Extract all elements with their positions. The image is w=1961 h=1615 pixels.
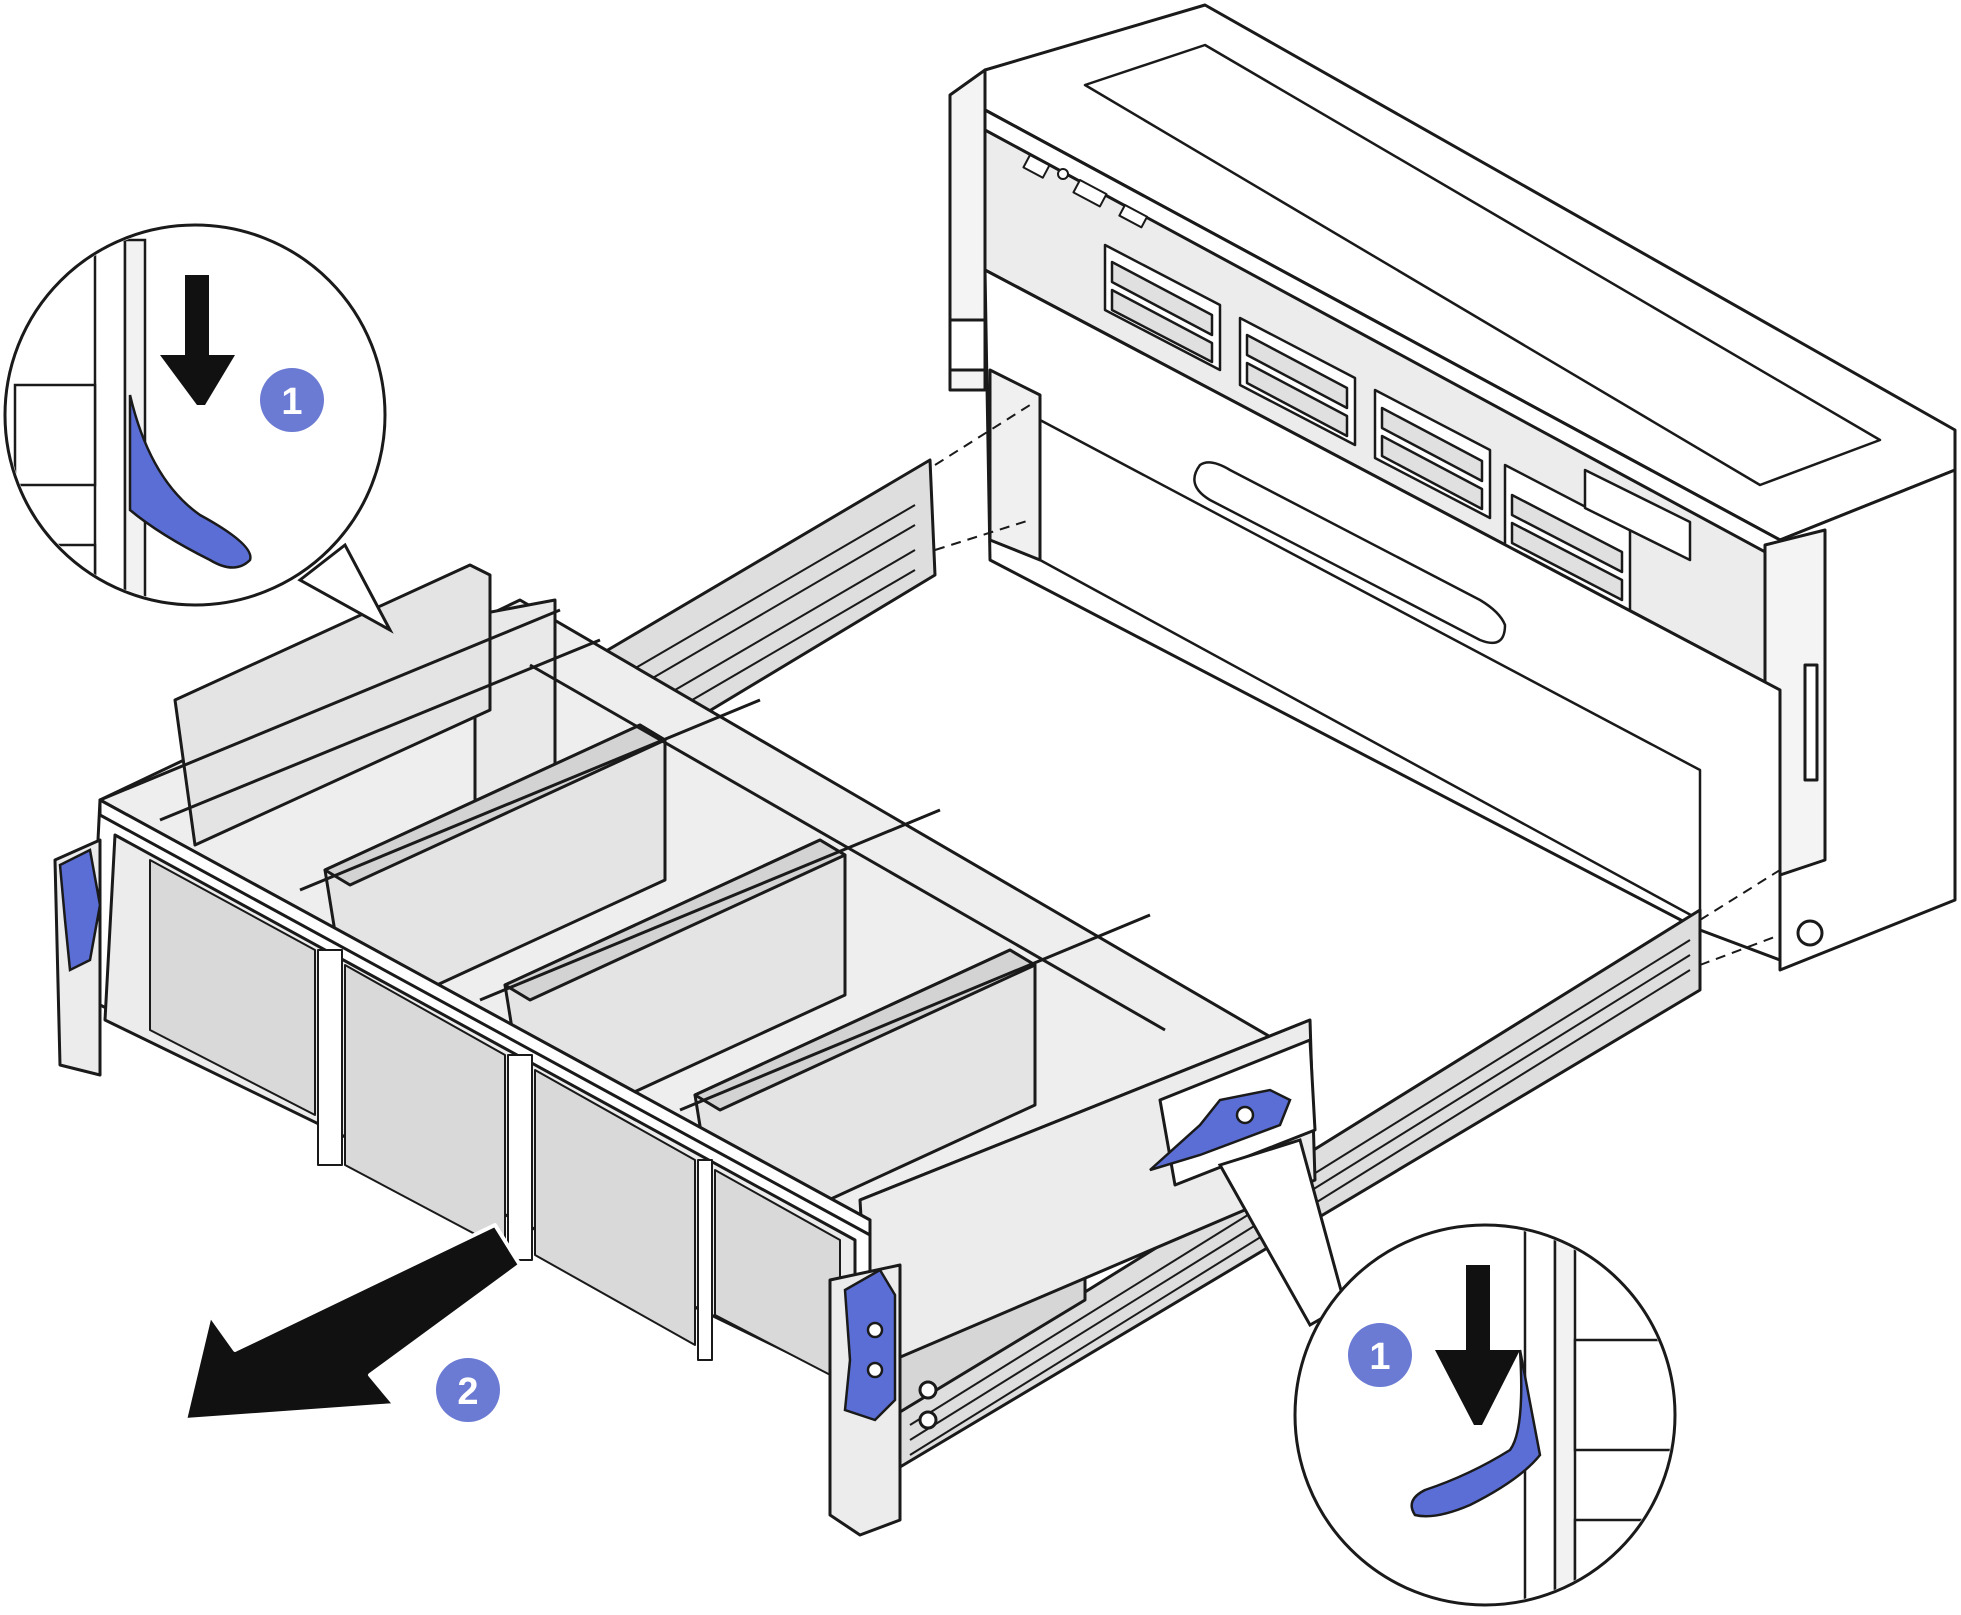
arrow-down-icon: [160, 275, 235, 405]
release-latch-cage-front[interactable]: [843, 1268, 897, 1422]
release-latch-cage-right[interactable]: [1149, 1088, 1292, 1172]
step-badge-1-top: 1: [260, 368, 324, 432]
arrow-pull-icon: [183, 1223, 522, 1422]
release-latch-cage-left[interactable]: [58, 848, 102, 972]
step-badge-2: 2: [436, 1358, 500, 1422]
server-chassis: [948, 3, 1957, 972]
step-number: 1: [1369, 1336, 1390, 1378]
front-mesh-panels: [149, 859, 841, 1381]
step-number: 1: [281, 381, 302, 423]
drive-bays: [1103, 243, 1692, 617]
callout-latch-top: [3, 223, 394, 634]
step-number: 2: [457, 1371, 478, 1413]
callout-latch-bottom: [1217, 1138, 1677, 1607]
arrow-down-icon: [1435, 1265, 1520, 1425]
alignment-guides: [934, 404, 1781, 966]
front-ports: [1022, 153, 1149, 229]
step-badge-1-bottom: 1: [1348, 1323, 1412, 1387]
